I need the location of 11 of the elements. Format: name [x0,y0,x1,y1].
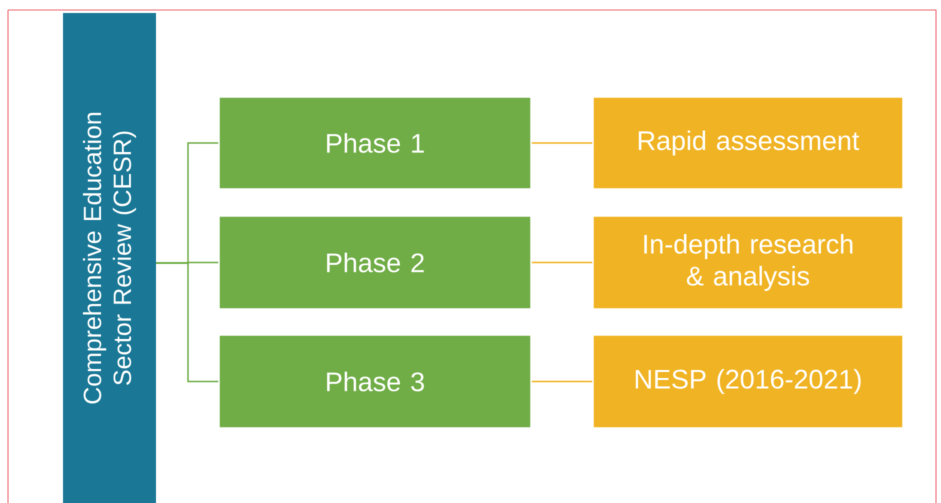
connector-line [156,262,218,382]
phase-box: Phase 1 [218,96,532,190]
connector-line [532,262,592,264]
phase-box: Phase 2 [218,215,532,310]
title-bar: Comprehensive Education Sector Review (CESR) [63,13,156,503]
outcome-box: In-depth research & analysis [592,215,904,310]
connector-line [532,142,592,144]
outcome-box: Rapid assessment [592,96,904,190]
connector-line [532,380,592,382]
phase-box: Phase 3 [218,334,532,429]
outcome-box: NESP (2016-2021) [592,334,904,429]
